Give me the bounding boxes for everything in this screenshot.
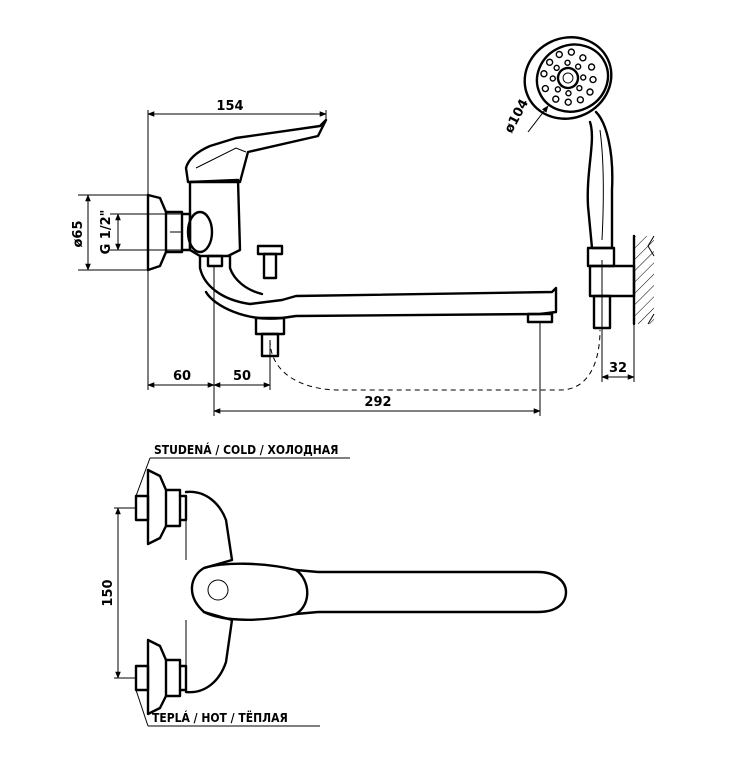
dim-offset-left: 60 <box>173 369 191 384</box>
hand-shower <box>523 36 655 340</box>
dim-wall-offset: 32 <box>609 361 627 376</box>
top-view: 150 STUDENÁ / COLD / ХОЛОДНАЯ TEPLÁ / HO… <box>101 442 568 727</box>
hot-connection <box>134 638 188 716</box>
label-hot: TEPLÁ / HOT / TЁПЛАЯ <box>152 710 288 725</box>
side-view: 154 ø65 G 1/2" 60 50 292 32 ø104 <box>71 36 655 416</box>
dim-center-distance: 150 <box>101 579 116 606</box>
spout-side <box>198 244 558 358</box>
dim-shower-diameter: ø104 <box>502 97 532 136</box>
wall-flange-side <box>146 193 192 272</box>
label-cold: STUDENÁ / COLD / ХОЛОДНАЯ <box>154 442 338 457</box>
dim-thread: G 1/2" <box>99 210 114 255</box>
dim-spout-length: 292 <box>364 395 391 410</box>
mixer-body-side <box>184 118 328 258</box>
dim-width-overall: 154 <box>216 99 243 114</box>
spout-top <box>202 562 568 621</box>
cold-connection <box>134 468 188 546</box>
dim-flange-diameter: ø65 <box>71 220 86 247</box>
dim-offset-mid: 50 <box>233 369 251 384</box>
